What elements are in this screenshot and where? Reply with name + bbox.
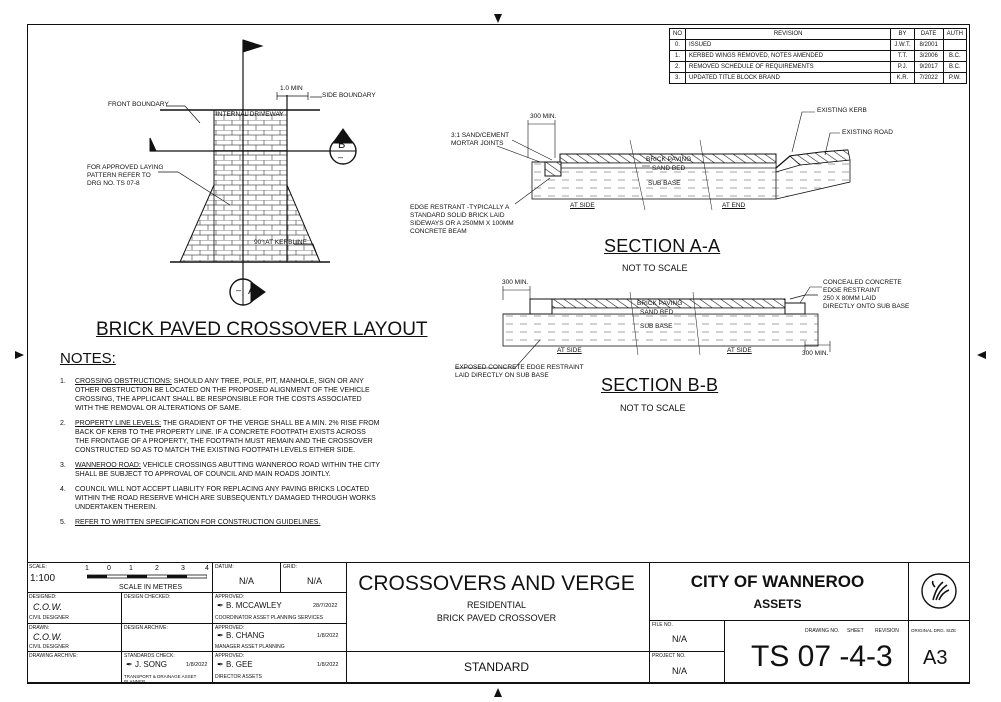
edge-restraint-line4: CONCRETE BEAM [410,228,467,235]
scale-value: 1:100 [30,573,56,584]
section-b-at-side-right: AT SIDE [727,347,752,354]
internal-driveway-label: INTERNAL DRIVEWAY [216,111,284,118]
datum-cell: DATUM: N/A [213,563,281,593]
list-item: 1.CROSSING OBSTRUCTIONS: SHOULD ANY TREE… [60,378,370,412]
section-a-at-side: AT SIDE [570,202,595,209]
laying-pattern-line2: PATTERN REFER TO [87,172,151,179]
section-b-scale: NOT TO SCALE [620,403,686,413]
concealed-line2: EDGE RESTRAINT [823,287,881,294]
design-archive-cell: DESIGN ARCHIVE: [122,624,213,652]
section-b-dim-right: 300 MIN. [802,350,829,357]
marker-b-sub: – [338,152,344,162]
section-b-brick-paving: BRICK PAVING [637,300,683,307]
list-item: 3.WANNEROO ROAD: VEHICLE CROSSINGS ABUTT… [60,462,380,478]
file-cell: FILE No. N/A [650,621,725,652]
section-a-sub-base: SUB BASE [648,180,681,187]
scale-units: SCALE IN METRES [119,584,183,591]
notes-list: 1.CROSSING OBSTRUCTIONS: SHOULD ANY TREE… [60,377,380,533]
list-item: 5.REFER TO WRITTEN SPECIFICATION FOR CON… [60,519,321,526]
grid-cell: GRID: N/A [281,563,347,593]
drawing-archive-cell: DRAWING ARCHIVE: [27,652,122,683]
standard-label: STANDARD [463,660,530,674]
section-b-dim-left: 300 MIN. [502,279,529,286]
org-dept: ASSETS [753,597,802,611]
city-logo-icon [921,573,957,609]
center-mark-top [494,14,502,23]
marker-a-sub: – [236,285,242,295]
side-boundary-label: SIDE BOUNDARY [322,92,376,99]
org-name: CITY OF WANNEROO [690,572,865,591]
size-cell: ORIGINAL DRG. SIZE A3 [909,621,970,683]
standards-check-cell: STANDARDS CHECK: ✒ J. SONG 1/8/2022 TRAN… [122,652,213,684]
project-cell: PROJECT No. N/A [650,652,725,683]
drawing-number-cell: DRAWING No. SHEET REVISION TS 07 -4-3 [725,621,909,683]
kerbline-label: 90° AT KERBLINE [254,239,307,246]
concealed-line3: 250 x 80mm LAID [823,295,877,302]
edge-restraint-line1: EDGE RESTRANT -TYPICALLY A [410,204,510,211]
concealed-line1: CONCEALED CONCRETE [823,279,902,286]
existing-road-label: EXISTING ROAD [842,129,893,136]
marker-a-label: A [248,285,256,297]
list-item: 2.PROPERTY LINE LEVELS: THE GRADIENT OF … [60,420,380,454]
scale-cell: SCALE: 1:100 1 0 1 2 3 4 SCALE IN METRES [27,563,213,593]
section-a-brick-paving: BRICK PAVING [646,156,692,163]
standard-cell: STANDARD [347,652,650,683]
org-cell: CITY OF WANNEROO ASSETS [650,563,909,621]
mortar-line2: MORTAR JOINTS [451,140,504,147]
concealed-line4: DIRECTLY ONTO SUB BASE [823,303,910,310]
drawing-main-title: CROSSOVERS AND VERGE [358,572,635,595]
designed-cell: DESIGNED: C.O.W. CIVIL DESIGNER [27,593,122,624]
edge-restraint-line2: STANDARD SOLID BRICK LAID [410,212,505,219]
section-a-scale: NOT TO SCALE [622,263,688,273]
approved2-cell: APPROVED: ✒ B. CHANG 1/8/2022 MANAGER AS… [213,624,347,652]
title-cell: CROSSOVERS AND VERGE RESIDENTIAL BRICK P… [347,563,650,652]
laying-pattern-line3: DRG No. TS 07-8 [87,180,140,187]
approved1-cell: APPROVED: ✒ B. McCAWLEY 28/7/2022 COORDI… [213,593,347,624]
front-boundary-label: FRONT BOUNDARY [108,101,169,108]
revision-table: No REVISION BY DATE AUTH 0.ISSUEDJ.W.T.8… [669,28,968,84]
drawing-frame [27,24,970,684]
notes-title: NOTES: [60,350,116,367]
mortar-line1: 3:1 SAND/CEMENT [451,132,510,139]
section-b-sand-bed: SAND BED [640,309,674,316]
drawing-subtitle-2: BRICK PAVED CROSSOVER [436,613,557,623]
section-a-dim: 300 MIN. [530,113,557,120]
section-a-title: SECTION A-A [604,236,721,256]
section-b-at-side-left: AT SIDE [557,347,582,354]
drawing-subtitle-1: RESIDENTIAL [466,600,526,610]
section-a-at-end: AT END [722,202,746,209]
title-block: SCALE: 1:100 1 0 1 2 3 4 SCALE IN METRES… [27,562,970,684]
design-checked-cell: DESIGN CHECKED: [122,593,213,624]
list-item: 4.COUNCIL WILL NOT ACCEPT LIABILITY FOR … [60,486,376,511]
drawn-cell: DRAWN: C.O.W. CIVIL DESIGNER [27,624,122,652]
section-a-sand-bed: SAND BED [652,165,686,172]
existing-kerb-label: EXISTING KERB [817,107,867,114]
sheet-size: A3 [923,647,948,669]
crossover-plan [149,39,357,306]
laying-pattern-line1: FOR APPROVED LAYING [87,164,164,171]
exposed-line2: LAID DIRECTLY ON SUB BASE [455,372,549,379]
section-b-drawing [455,286,831,369]
drawing-number: TS 07 -4-3 [751,640,893,673]
layout-title: BRICK PAVED CROSSOVER LAYOUT [96,319,428,340]
min-dim-label: 1.0 MIN [280,85,303,92]
section-b-title: SECTION B-B [601,375,719,395]
scale-bar [87,574,207,579]
exposed-line1: EXPOSED CONCRETE EDGE RESTRAINT [455,364,584,371]
section-a-drawing [496,111,851,211]
logo-cell [909,563,970,621]
marker-b-label: B [338,139,346,151]
section-b-sub-base: SUB BASE [640,323,673,330]
center-mark-left [15,351,24,359]
approved3-cell: APPROVED: ✒ B. GEE 1/8/2022 DIRECTOR ASS… [213,652,347,683]
edge-restraint-line3: SIDEWAYS OR A 250mm x 100mm [410,220,514,227]
center-mark-right [977,351,986,359]
center-mark-bottom [494,688,502,697]
